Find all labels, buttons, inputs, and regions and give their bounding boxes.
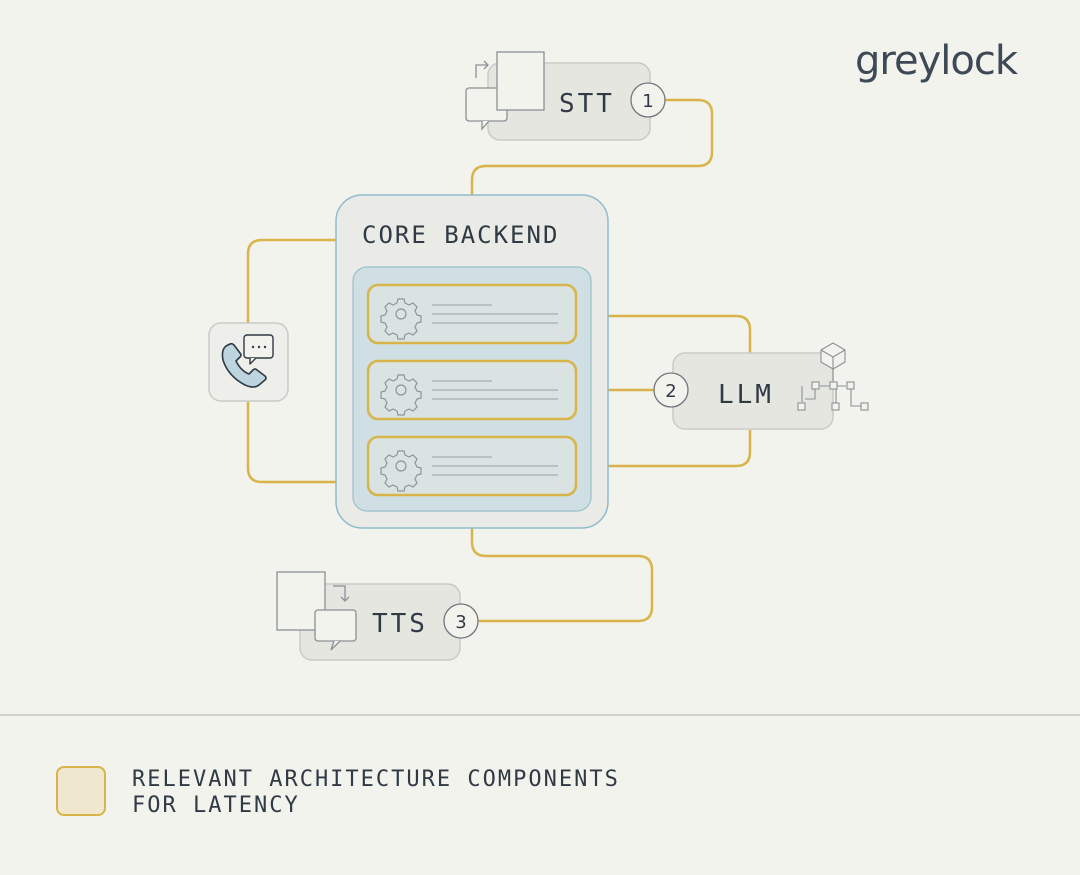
legend-line-2: FOR LATENCY xyxy=(132,793,300,818)
text-lines xyxy=(432,456,558,476)
phone-icon xyxy=(221,342,267,388)
brand-logo: greylock xyxy=(855,38,1018,84)
legend-text: RELEVANT ARCHITECTURE COMPONENTS FOR LAT… xyxy=(132,767,620,819)
phone-chat-icon xyxy=(221,334,274,388)
gear-icon xyxy=(380,450,422,492)
tts-label: TTS xyxy=(372,609,428,639)
connector-stt xyxy=(470,98,714,195)
tts-node: TTS 3 xyxy=(276,571,479,661)
core-backend-label: CORE BACKEND xyxy=(362,221,559,249)
text-lines xyxy=(432,304,558,324)
service-row-2 xyxy=(366,359,578,421)
architecture-diagram: STT 1 CORE BACKEND xyxy=(208,51,869,661)
connector-llm-top xyxy=(576,314,752,353)
core-backend: CORE BACKEND xyxy=(335,194,609,529)
step-3-number: 3 xyxy=(455,612,466,633)
llm-label: LLM xyxy=(718,380,774,410)
stt-label: STT xyxy=(559,89,615,119)
llm-node: 2 LLM xyxy=(653,342,869,430)
phone-node xyxy=(208,322,289,402)
step-1-badge xyxy=(630,82,666,118)
text-lines xyxy=(432,380,558,400)
gear-icon xyxy=(380,298,422,340)
connector-llm-bottom xyxy=(576,430,752,468)
tts-icon xyxy=(276,571,357,651)
service-row-3 xyxy=(366,435,578,497)
gear-icon xyxy=(380,374,422,416)
step-2-number: 2 xyxy=(665,381,676,402)
service-row-1 xyxy=(366,283,578,345)
network-tree-icon xyxy=(797,342,869,411)
legend-divider xyxy=(0,714,1080,716)
legend-swatch xyxy=(56,766,106,816)
step-3-badge xyxy=(443,603,479,639)
step-2-badge xyxy=(653,372,689,408)
stt-icon xyxy=(465,51,545,131)
stt-node: STT 1 xyxy=(465,51,666,141)
step-1-number: 1 xyxy=(642,91,653,112)
connector-tts xyxy=(470,528,654,623)
legend-line-1: RELEVANT ARCHITECTURE COMPONENTS xyxy=(132,767,620,792)
